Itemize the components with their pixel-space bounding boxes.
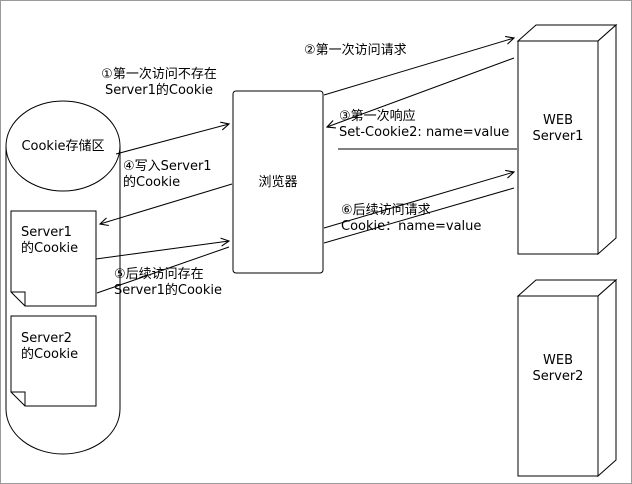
step6-label: ⑥后续访问请求 Cookie：name=value xyxy=(341,203,482,234)
step3-label: ③第一次响应 Set-Cookie2: name=value xyxy=(339,109,510,140)
server2-cookie-doc-label: Server2 的Cookie xyxy=(21,331,79,362)
step1-arrow xyxy=(115,124,229,155)
server1-cookie-doc xyxy=(10,210,97,307)
step4-arrow xyxy=(100,183,233,224)
step5-arrow xyxy=(95,241,229,260)
browser-label: 浏览器 xyxy=(258,175,298,190)
web-server1-box xyxy=(516,23,618,256)
web-server1-label: WEB Server1 xyxy=(532,113,584,144)
step5-line-2 xyxy=(96,246,230,294)
step6-arrow xyxy=(323,172,514,229)
browser-box xyxy=(232,90,324,274)
step4-label: ④写入Server1 的Cookie xyxy=(123,159,212,190)
step2-arrow xyxy=(323,38,514,96)
server1-cookie-doc-label: Server1 的Cookie xyxy=(21,225,79,256)
web-server2-label: WEB Server2 xyxy=(532,353,584,384)
server2-cookie-doc xyxy=(10,315,97,407)
step6-line-2 xyxy=(323,187,515,244)
step3-arrow xyxy=(327,57,515,127)
cookie-store-label: Cookie存储区 xyxy=(21,139,105,154)
step1-label: ①第一次访问不存在 Server1的Cookie xyxy=(101,67,217,98)
step2-label: ②第一次访问请求 xyxy=(304,43,407,58)
web-server2-box xyxy=(516,278,618,478)
step5-label: ⑤后续访问存在 Server1的Cookie xyxy=(114,267,223,298)
